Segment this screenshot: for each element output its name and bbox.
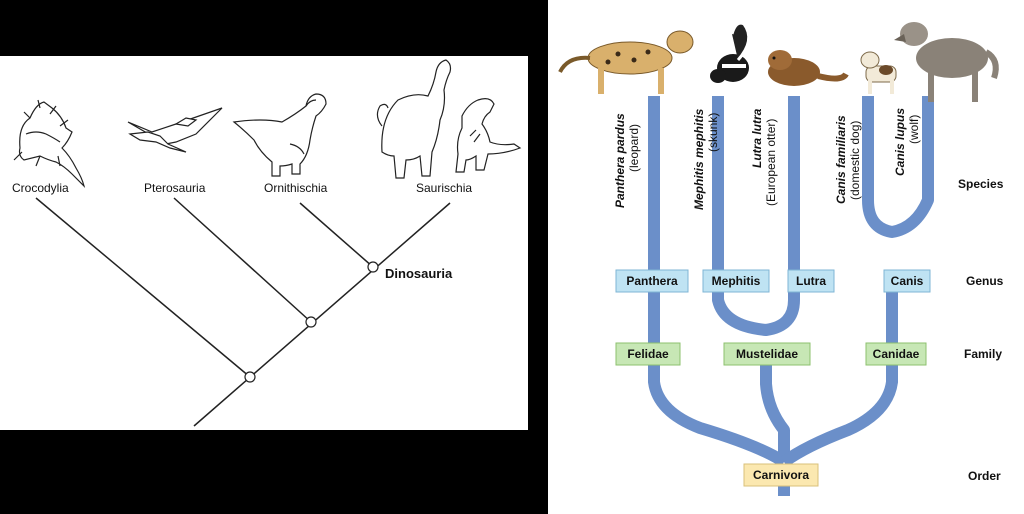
genus-box-canis: Canis — [883, 269, 931, 293]
genus-label: Canis — [891, 274, 924, 288]
species-scientific-name: Panthera pardus — [613, 113, 627, 208]
dog-illustration — [860, 51, 897, 94]
theropod-illustration — [455, 98, 522, 173]
cladogram-panel: Dinosauria Crocodylia Pterosauria Ornith… — [0, 56, 528, 430]
taxon-label-crocodylia: Crocodylia — [12, 181, 69, 195]
species-common-name: (leopard) — [627, 124, 641, 172]
order-label: Carnivora — [753, 468, 809, 482]
taxon-label-ornithischia: Ornithischia — [264, 181, 328, 195]
genus-box-lutra: Lutra — [787, 269, 835, 293]
clade-label-dinosauria: Dinosauria — [385, 266, 453, 281]
species-common-name: (European otter) — [764, 119, 778, 206]
skunk-illustration — [710, 21, 751, 83]
branch-crocodylia — [35, 197, 251, 378]
species-common-name: (wolf) — [907, 115, 921, 144]
taxon-label-pterosauria: Pterosauria — [144, 181, 206, 195]
species-common-name: (domestic dog) — [848, 121, 862, 200]
genus-box-panthera: Panthera — [615, 269, 689, 293]
genus-label: Mephitis — [712, 274, 761, 288]
branch-felidae — [648, 96, 788, 468]
family-label: Felidae — [627, 347, 669, 361]
genus-label: Panthera — [626, 274, 678, 288]
branch-pterosauria — [173, 197, 312, 323]
species-scientific-name: Canis familiaris — [834, 115, 848, 204]
rank-label-family: Family — [964, 347, 1002, 361]
species-label-dog: Canis familiaris (domestic dog) — [834, 115, 862, 204]
species-scientific-name: Mephitis mephitis — [692, 108, 706, 210]
classification-panel: Panthera pardus (leopard) Mephitis mephi… — [548, 0, 1024, 514]
species-scientific-name: Lutra lutra — [750, 108, 764, 168]
crocodile-illustration — [13, 99, 86, 188]
species-label-otter: Lutra lutra (European otter) — [750, 108, 778, 206]
otter-illustration — [768, 50, 849, 86]
branch-ornithischia — [299, 202, 374, 268]
branch-mephitis-lutra — [712, 96, 800, 336]
family-label: Mustelidae — [736, 347, 798, 361]
family-box-felidae: Felidae — [615, 342, 681, 366]
species-label-skunk: Mephitis mephitis (skunk) — [692, 108, 720, 210]
taxon-label-saurischia: Saurischia — [416, 181, 472, 195]
branch-canidae — [780, 345, 898, 467]
hadrosaur-illustration — [232, 93, 327, 177]
family-box-mustelidae: Mustelidae — [723, 342, 811, 366]
classification-svg: Panthera pardus (leopard) Mephitis mephi… — [558, 21, 1004, 496]
branch-mustelidae — [760, 345, 790, 462]
pterosaur-illustration — [127, 107, 223, 153]
rank-label-species: Species — [958, 177, 1004, 191]
species-label-leopard: Panthera pardus (leopard) — [613, 113, 641, 208]
branch-main-stem — [193, 202, 451, 427]
genus-box-mephitis: Mephitis — [702, 269, 770, 293]
wolf-illustration — [894, 22, 999, 102]
species-label-wolf: Canis lupus (wolf) — [893, 108, 921, 176]
branch-canis-species — [862, 96, 934, 238]
sauropod-illustration — [376, 59, 452, 179]
cladogram-svg: Dinosauria Crocodylia Pterosauria Ornith… — [12, 59, 522, 427]
family-label: Canidae — [873, 347, 920, 361]
family-box-canidae: Canidae — [865, 342, 927, 366]
genus-label: Lutra — [796, 274, 826, 288]
node-dinosauria — [367, 261, 379, 273]
species-common-name: (skunk) — [706, 113, 720, 152]
rank-label-genus: Genus — [966, 274, 1004, 288]
rank-label-order: Order — [968, 469, 1001, 483]
node-archosaur — [244, 371, 256, 383]
leopard-illustration — [558, 30, 694, 94]
node-ornithodira — [305, 316, 317, 328]
order-box-carnivora: Carnivora — [743, 463, 819, 487]
species-scientific-name: Canis lupus — [893, 108, 907, 176]
